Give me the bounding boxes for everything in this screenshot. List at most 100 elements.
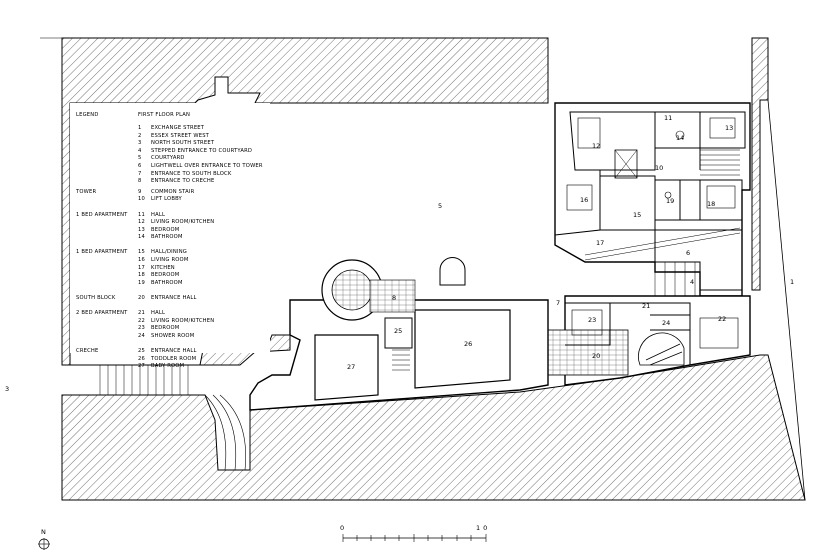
room-number-14: 14 bbox=[676, 134, 684, 142]
legend-item-label: ESSEX STREET WEST bbox=[151, 132, 210, 139]
south-apt-walls bbox=[565, 302, 691, 365]
hall-20-tiles bbox=[547, 329, 629, 376]
scale-start-label: 0 bbox=[340, 524, 345, 532]
room-number-24: 24 bbox=[662, 319, 670, 327]
room-number-19: 19 bbox=[666, 197, 674, 205]
legend-item-number: 7 bbox=[138, 170, 142, 177]
legend-item-label: BEDROOM bbox=[151, 272, 180, 279]
legend-item-number: 6 bbox=[138, 163, 142, 169]
legend-item-label: SHOWER ROOM bbox=[151, 332, 195, 339]
entrance-25 bbox=[384, 317, 413, 349]
legend-item-number: 16 bbox=[138, 257, 146, 263]
legend-item-label: KITCHEN bbox=[151, 264, 175, 271]
legend-item-label: HALL/DINING bbox=[151, 249, 188, 256]
legend-item-number: 20 bbox=[138, 294, 146, 301]
legend-item-number: 21 bbox=[138, 310, 146, 316]
legend-item-label: ENTRANCE TO CRECHE bbox=[151, 178, 215, 185]
legend-item-number: 14 bbox=[138, 234, 146, 241]
stair-tower bbox=[700, 149, 740, 176]
room-number-8: 8 bbox=[392, 294, 396, 302]
legend-item-number: 13 bbox=[138, 226, 146, 233]
room-number-17: 17 bbox=[596, 239, 604, 247]
kitchen-22 bbox=[699, 317, 739, 349]
rotunda-inner bbox=[331, 269, 373, 311]
legend-item-number: 5 bbox=[138, 155, 142, 162]
arch-hood bbox=[439, 257, 466, 286]
room-number-23: 23 bbox=[588, 316, 596, 324]
room-number-25: 25 bbox=[394, 327, 402, 335]
spiral-stair bbox=[638, 332, 685, 366]
legend-group-name: 1 BED APARTMENT bbox=[76, 211, 128, 218]
lift-shaft bbox=[614, 149, 638, 179]
room-number-15: 15 bbox=[633, 211, 641, 219]
legend-item-number: 12 bbox=[138, 219, 146, 226]
legend-group-name: SOUTH BLOCK bbox=[76, 294, 116, 301]
legend-group-name: 1 BED APARTMENT bbox=[76, 249, 128, 256]
legend-item-label: HALL bbox=[151, 211, 166, 218]
scale-end-label: 10 bbox=[476, 524, 491, 532]
baby-room bbox=[314, 334, 379, 401]
legend-item-label: ENTRANCE HALL bbox=[151, 294, 197, 301]
entrance-steps bbox=[654, 262, 696, 296]
ramp-lines bbox=[584, 227, 741, 261]
legend-item-number: 19 bbox=[138, 279, 146, 286]
room-number-27: 27 bbox=[347, 363, 355, 371]
legend-item-number: 9 bbox=[138, 188, 142, 195]
legend-item-number: 17 bbox=[138, 264, 146, 271]
east-strip-hatch bbox=[751, 37, 769, 291]
legend-item-label: LIVING ROOM/KITCHEN bbox=[151, 317, 215, 324]
legend-item-label: ENTRANCE HALL bbox=[151, 347, 197, 354]
paving-8 bbox=[369, 279, 416, 313]
room-number-18: 18 bbox=[707, 200, 715, 208]
legend-item-label: BATHROOM bbox=[151, 279, 183, 286]
room-number-12: 12 bbox=[592, 142, 600, 150]
table-16 bbox=[566, 184, 593, 211]
legend-item-number: 23 bbox=[138, 325, 146, 332]
legend-item-label: LIVING ROOM/KITCHEN bbox=[151, 219, 215, 226]
legend-item-label: LIVING ROOM bbox=[151, 257, 189, 263]
legend-item-number: 3 bbox=[138, 140, 142, 147]
legend-item-label: NORTH SOUTH STREET bbox=[151, 140, 215, 147]
legend-item-number: 24 bbox=[138, 332, 146, 339]
street-edge-east bbox=[767, 99, 806, 501]
sofa-12 bbox=[577, 117, 601, 149]
curved-stairs bbox=[204, 394, 246, 471]
legend-item-number: 26 bbox=[138, 355, 146, 362]
bed-13 bbox=[709, 117, 736, 139]
legend-group-name: CRECHE bbox=[76, 347, 99, 354]
legend-item-label: BEDROOM bbox=[151, 325, 180, 332]
legend-item-label: COMMON STAIR bbox=[151, 188, 195, 195]
legend-knockout bbox=[70, 103, 270, 353]
bed-18 bbox=[706, 185, 736, 209]
street-label-east: 1 bbox=[790, 278, 795, 286]
legend-item-number: 22 bbox=[138, 317, 146, 324]
legend-item-number: 18 bbox=[138, 272, 146, 279]
scale-bar-ticks bbox=[342, 534, 487, 542]
room-number-13: 13 bbox=[725, 124, 733, 132]
legend-group-name: 2 BED APARTMENT bbox=[76, 310, 128, 316]
legend-item-number: 4 bbox=[138, 147, 142, 154]
stair-25 bbox=[392, 349, 410, 371]
legend-heading: LEGEND bbox=[76, 112, 99, 118]
legend-item-label: BATHROOM bbox=[151, 234, 183, 241]
legend-item-number: 11 bbox=[138, 211, 146, 218]
legend-item-number: 27 bbox=[138, 363, 146, 370]
fixture-14 bbox=[675, 130, 685, 140]
legend-item-label: EXCHANGE STREET bbox=[151, 125, 205, 131]
room-number-11: 11 bbox=[664, 114, 672, 122]
room-number-5: 5 bbox=[438, 202, 442, 210]
west-stairs bbox=[99, 365, 189, 395]
street-label-west: 3 bbox=[5, 385, 10, 393]
room-number-10: 10 bbox=[655, 164, 663, 172]
legend-item-number: 10 bbox=[138, 196, 146, 203]
lift-diagonal-2 bbox=[614, 149, 638, 179]
room-number-16: 16 bbox=[580, 196, 588, 204]
north-label: N bbox=[41, 528, 46, 536]
legend-item-number: 8 bbox=[138, 178, 142, 185]
legend-item-label: LIFT LOBBY bbox=[151, 196, 182, 203]
fixture-19 bbox=[664, 191, 672, 199]
legend-item-number: 25 bbox=[138, 347, 146, 354]
bed-23 bbox=[571, 309, 603, 336]
apt1-walls bbox=[554, 111, 746, 236]
